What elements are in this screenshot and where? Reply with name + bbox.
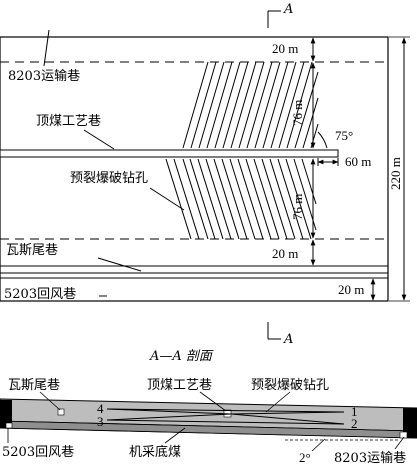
label-gas-tail-roadway: 瓦斯尾巷: [6, 243, 142, 272]
label-top-coal-roadway: 顶煤工艺巷: [36, 114, 115, 150]
section-leader-gas-tail: [39, 391, 61, 411]
section-leader-transport: [394, 436, 405, 450]
dim-bottom-gap-label: 20 m: [272, 246, 298, 261]
section-label-transport: 8203运输巷: [334, 450, 406, 466]
dim-top-gap-label: 20 m: [272, 41, 298, 56]
section-label-mined-coal: 机采底煤: [129, 444, 181, 460]
dim-hole-extension: 60 m: [317, 154, 371, 169]
section-title: A—A 剖面: [149, 349, 214, 364]
dim-lower-span: 76 m: [290, 158, 316, 239]
dim-bottom-gap: 20 m: [272, 239, 316, 266]
seam-parting: [0, 420, 417, 432]
label-transport-roadway: 8203运输巷: [8, 29, 80, 84]
dim-pillar-gap-label: 20 m: [338, 282, 364, 297]
section-leader-dip: [311, 438, 326, 452]
hole-number-1: 1: [351, 404, 358, 419]
section-mark-top-label: A: [283, 2, 293, 17]
dim-top-gap: 20 m: [272, 37, 316, 62]
section-leader-top-coal: [199, 391, 227, 412]
dim-pillar-gap: 20 m: [338, 278, 376, 301]
section-marker-top: A: [267, 2, 293, 28]
lower-blast-holes: [165, 158, 317, 240]
hole-number-3: 3: [97, 414, 104, 429]
section-blast-holes: [106, 408, 345, 425]
label-return-air-roadway-text: 5203回风巷: [4, 287, 76, 302]
top-coal-roadway: [0, 149, 339, 158]
gas-tail-roadway: [0, 265, 388, 274]
label-gas-tail-roadway-text: 瓦斯尾巷: [6, 243, 58, 258]
section-view: A—A 剖面 4 3 1 2 瓦斯尾巷: [0, 349, 417, 466]
hole-number-4: 4: [97, 401, 104, 416]
dim-upper-span: 76 m: [290, 62, 316, 149]
section-label-return-air: 5203回风巷: [2, 445, 74, 460]
section-leader-mined-coal: [164, 427, 186, 444]
gas-tail-roadway-section: [57, 408, 65, 416]
return-air-roadway-opening: [5, 422, 13, 429]
dim-upper-span-label: 76 m: [290, 100, 305, 126]
section-label-gas-tail: 瓦斯尾巷: [8, 378, 60, 393]
section-mark-bottom-label: A: [283, 332, 293, 347]
upper-blast-holes: [182, 61, 319, 149]
dim-lower-span-label: 76 m: [290, 194, 305, 220]
section-marker-bottom: A: [267, 322, 293, 347]
label-blast-holes: 预裂爆破钻孔: [70, 171, 185, 211]
mining-panel-outline: [0, 36, 389, 302]
label-blast-holes-text: 预裂爆破钻孔: [70, 171, 148, 186]
label-transport-roadway-text: 8203运输巷: [8, 68, 80, 84]
transport-roadway-block: [403, 408, 417, 438]
dim-total-width-label: 220 m: [388, 157, 403, 190]
angle-marker: 75°: [317, 128, 353, 149]
section-label-dip-angle: 2°: [299, 450, 311, 465]
section-label-top-coal: 顶煤工艺巷: [147, 378, 212, 393]
section-label-blast-holes: 预裂爆破钻孔: [251, 378, 329, 393]
plan-view: A A: [0, 2, 410, 347]
dim-total-width: 220 m: [388, 36, 410, 302]
dim-hole-extension-label: 60 m: [345, 154, 371, 169]
angle-label: 75°: [335, 128, 353, 143]
return-air-roadway-block: [0, 400, 12, 428]
section-leader-blast-holes: [265, 391, 291, 413]
hole-number-2: 2: [351, 416, 358, 431]
label-top-coal-roadway-text: 顶煤工艺巷: [36, 114, 101, 129]
